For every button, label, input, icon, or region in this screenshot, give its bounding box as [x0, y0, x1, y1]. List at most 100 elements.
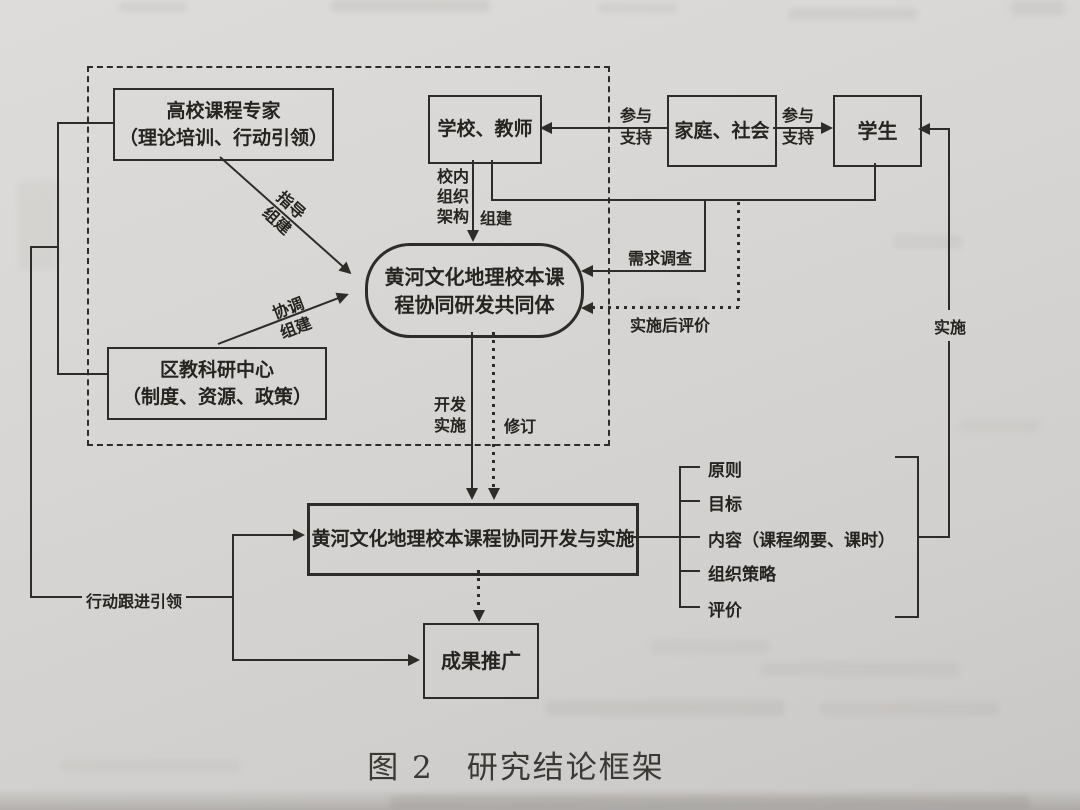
implement-v-seg2: [948, 341, 950, 538]
label-action-follow: 行动跟进引领: [85, 592, 182, 611]
arrowhead-right-icon: [821, 122, 833, 134]
expert-box-line1: 高校课程专家: [166, 99, 281, 122]
label-school-org: 校内 组织 架构: [436, 167, 470, 227]
tree-tick-4: [679, 570, 700, 572]
arrowhead-down-icon: [473, 610, 485, 622]
action-left-vertical: [30, 246, 32, 598]
results-box-label: 成果推广: [441, 649, 521, 673]
action-h-seg2: [186, 596, 234, 598]
participate1-line1: 参与: [619, 106, 652, 125]
edge-post-eval-h: [581, 302, 739, 314]
results-box: 成果推广: [423, 623, 539, 699]
edge-implement-to-student: [918, 123, 950, 135]
district-box-line2: （制度、资源、政策）: [121, 385, 312, 408]
action-branch-vertical: [232, 535, 234, 661]
list-item-goals: 目标: [708, 495, 742, 515]
connector-school-student: [491, 199, 876, 201]
bracket-left-inner: [57, 122, 59, 375]
bracket-right-top: [895, 456, 919, 458]
bracket-right-vertical: [917, 456, 919, 618]
bleed-smudge: [650, 640, 770, 654]
bleed-smudge: [1010, 0, 1065, 16]
edge-develop-to-results: [473, 570, 485, 622]
tree-tick-3: [679, 536, 700, 538]
label-participate-support-1: 参与 支持: [610, 105, 662, 149]
arrowhead-down-icon: [467, 230, 479, 242]
community-box-line2: 程协同研发共同体: [394, 292, 555, 317]
bleed-smudge: [545, 700, 785, 716]
bleed-smudge: [598, 3, 678, 13]
expert-box-line2: （理论培训、行动引领）: [118, 126, 328, 149]
district-box: 区教科研中心 （制度、资源、政策）: [107, 347, 327, 420]
school-box: 学校、教师: [428, 95, 542, 164]
list-item-principles: 原则: [708, 461, 742, 481]
bleed-smudge: [960, 420, 1040, 432]
edge-community-to-develop-solid: [466, 332, 478, 500]
bracket-right-bottom: [895, 616, 919, 618]
community-box: 黄河文化地理校本课 程协同研发共同体: [365, 243, 584, 338]
action-h-seg1: [30, 596, 82, 598]
edge-family-to-school: [540, 122, 667, 134]
tree-root-connector: [633, 536, 680, 538]
develop-box-label: 黄河文化地理校本课程协同开发与实施: [311, 528, 635, 551]
participate1-line2: 支持: [619, 128, 652, 147]
label-revise: 修订: [503, 417, 536, 436]
arrowhead-down-icon: [466, 488, 478, 500]
student-box-label: 学生: [857, 119, 898, 143]
label-needs-survey: 需求调查: [627, 249, 692, 268]
school-org-line1: 校内: [436, 167, 469, 186]
bleed-smudge: [118, 2, 188, 12]
dashed-collaboration-frame: [87, 66, 610, 446]
arrowhead-left-icon: [581, 302, 593, 314]
bracket-to-implement: [919, 536, 950, 538]
school-box-label: 学校、教师: [437, 118, 533, 141]
bleed-smudge: [788, 8, 918, 20]
bleed-smudge: [893, 235, 963, 249]
arrowhead-left-icon: [540, 122, 552, 134]
develop-box: 黄河文化地理校本课程协同开发与实施: [307, 503, 639, 576]
edge-school-to-community: [467, 160, 479, 242]
edge-action-to-results: [232, 654, 420, 666]
develop-impl-line1: 开发: [433, 395, 466, 414]
bleed-smudge: [60, 760, 240, 772]
develop-impl-line2: 实施: [433, 416, 466, 435]
arrowhead-left-icon: [581, 265, 593, 277]
implement-v-seg1: [948, 128, 950, 310]
tree-tick-1: [679, 466, 700, 468]
list-item-evaluation: 评价: [708, 601, 742, 621]
edge-needs-survey-v: [704, 201, 706, 272]
bleed-smudge: [18, 180, 58, 270]
arrowhead-left-icon: [918, 123, 930, 135]
tree-tick-2: [679, 500, 700, 502]
bracket-district-left: [57, 373, 107, 375]
student-box: 学生: [833, 95, 922, 167]
participate2-line1: 参与: [781, 106, 814, 125]
connector-student-down: [874, 163, 876, 201]
bracket-expert-left: [57, 122, 113, 124]
community-box-line1: 黄河文化地理校本课: [384, 264, 565, 289]
school-org-line3: 架构: [436, 207, 469, 226]
action-tap: [30, 246, 59, 248]
family-box-label: 家庭、社会: [674, 119, 770, 142]
edge-needs-survey-h: [581, 265, 706, 277]
figure-caption: 图 2 研究结论框架: [367, 750, 665, 786]
expert-box: 高校课程专家 （理论培训、行动引领）: [113, 88, 334, 161]
label-participate-support-2: 参与 支持: [772, 105, 824, 149]
connector-school-down: [491, 160, 493, 201]
participate2-line2: 支持: [781, 128, 814, 147]
arrowhead-down-icon: [488, 488, 500, 500]
tree-tick-5: [679, 606, 700, 608]
bleed-smudge: [820, 702, 1000, 716]
district-box-line1: 区教科研中心: [159, 358, 274, 381]
label-develop-impl: 开发 实施: [430, 394, 470, 436]
edge-family-to-student: [773, 122, 833, 134]
school-org-line2: 组织: [436, 187, 469, 206]
list-item-content: 内容（课程纲要、课时）: [708, 531, 895, 551]
list-item-strategy: 组织策略: [708, 565, 776, 585]
edge-post-eval-v: [737, 202, 740, 307]
label-form: 组建: [479, 209, 512, 228]
edge-action-to-develop: [232, 529, 305, 541]
arrowhead-right-icon: [408, 654, 420, 666]
edge-community-to-develop-dotted: [488, 332, 500, 500]
